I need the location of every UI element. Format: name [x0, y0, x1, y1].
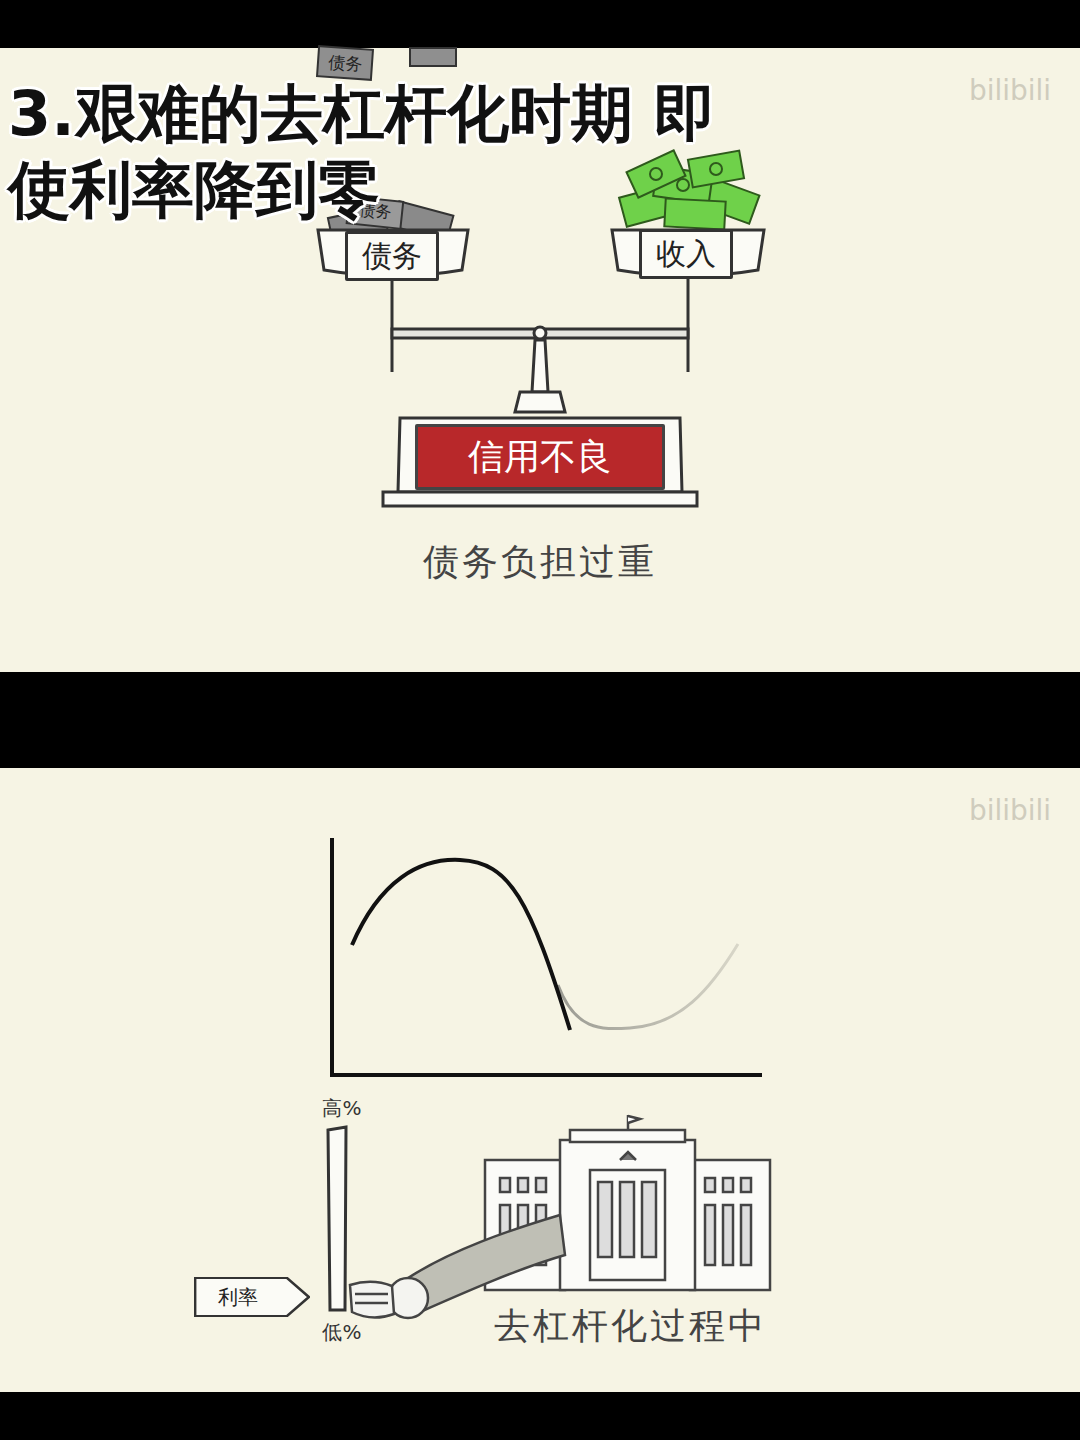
- scale-high: 高%: [322, 1095, 361, 1122]
- node-text: 债务: [362, 238, 422, 274]
- scale: [318, 230, 764, 506]
- pan-label: 债务: [345, 231, 439, 281]
- debt-bill: [410, 48, 456, 66]
- arm-hand: [350, 1215, 565, 1318]
- money-pile: [619, 150, 759, 229]
- panel-ground: [0, 48, 1080, 672]
- panel-caption: 去杠杆化过程中: [494, 1302, 767, 1351]
- bill-label: 债务: [327, 51, 363, 76]
- scale-low: 低%: [322, 1319, 361, 1346]
- node-text: 利率: [218, 1285, 258, 1309]
- node-text: 信用不良: [468, 435, 612, 478]
- status-display: 信用不良: [415, 424, 665, 490]
- watermark: bilibili: [969, 74, 1051, 107]
- rate-slider: [328, 1127, 346, 1310]
- page-title: 3.艰难的去杠杆化时期 即使利率降到零: [8, 76, 728, 228]
- chart: [330, 838, 762, 1076]
- debt-bill: [317, 46, 373, 80]
- node-text: 收入: [656, 236, 716, 272]
- watermark: bilibili: [969, 794, 1051, 827]
- panel-ground: [0, 768, 1080, 1392]
- panel-caption: 债务负担过重: [423, 538, 657, 587]
- rate-arrow-tag: 利率: [194, 1277, 310, 1317]
- pan-label: 收入: [639, 229, 733, 279]
